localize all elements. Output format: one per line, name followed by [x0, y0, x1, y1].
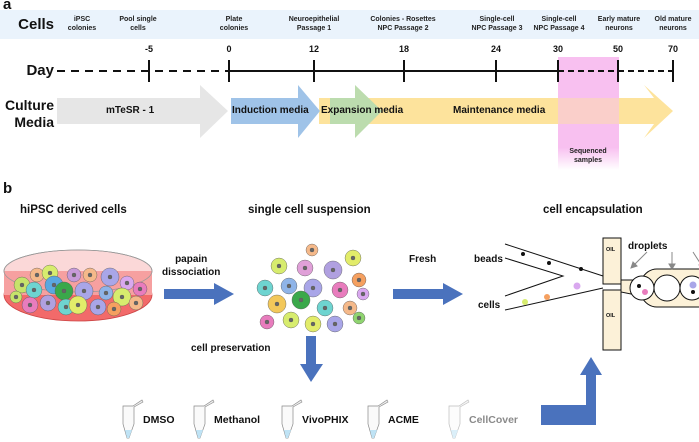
title-single-cell-suspension: single cell suspension [248, 204, 371, 216]
oil-label-bottom: OIL [606, 313, 616, 319]
fresh-arrow [393, 283, 463, 305]
preservation-vivophix: VivoPHIX [302, 414, 349, 426]
day-tick-label: 30 [552, 44, 563, 54]
cells-label: cells [478, 300, 501, 311]
petri-dish-with-cells [3, 249, 153, 322]
cells-row-heading: Cells [18, 16, 54, 33]
tube-icon [122, 399, 144, 439]
panel-a-label: a [3, 0, 12, 13]
fresh-label: Fresh [409, 254, 437, 265]
microfluidic-device [504, 237, 699, 351]
oil-label-top: OIL [606, 247, 616, 253]
arrow-mtesr [57, 85, 228, 138]
cell-preservation-label: cell preservation [191, 343, 271, 354]
media-label-maintenance: Maintenance media [453, 105, 546, 116]
media-label-expansion: Expansion media [321, 105, 404, 116]
preservation-acme: ACME [388, 414, 419, 426]
day-tick-label: 24 [490, 44, 501, 54]
day-tick-label: 50 [612, 44, 623, 54]
preservation-cellcover: CellCover [469, 414, 519, 426]
cells-row-band [0, 10, 699, 39]
dissociation-arrow [164, 283, 234, 305]
timeline-ticks [148, 60, 674, 82]
media-label-mtesr: mTeSR - 1 [106, 105, 155, 116]
day-tick-label: 12 [308, 44, 319, 54]
media-label-induction: Induction media [232, 105, 309, 116]
tube-icon [281, 399, 303, 439]
droplets-label: droplets [628, 241, 668, 252]
preservation-arrow [300, 336, 323, 382]
cells-in-channel [522, 281, 697, 305]
tube-icon [193, 399, 215, 439]
day-timeline [57, 60, 676, 82]
title-cell-encapsulation: cell encapsulation [543, 204, 643, 216]
beads-label: beads [474, 254, 503, 265]
day-tick-label: -5 [144, 44, 153, 54]
preservation-dmso: DMSO [143, 414, 175, 426]
beads [521, 252, 695, 294]
preservation-to-encapsulation-arrow [541, 357, 602, 425]
title-hipsc-derived-cells: hiPSC derived cells [20, 204, 127, 216]
day-tick-label: 70 [667, 44, 678, 54]
day-row-heading: Day [26, 62, 54, 79]
arrow-induction [231, 85, 320, 138]
day-tick-label: 0 [226, 44, 232, 54]
panel-b-label: b [3, 180, 13, 197]
day-tick-label: 18 [398, 44, 409, 54]
arrow-expansion [330, 85, 382, 138]
preservation-methanol: Methanol [214, 414, 261, 426]
tube-icon [367, 399, 389, 439]
tube-icon [448, 399, 470, 439]
single-cell-suspension-cluster [256, 243, 370, 333]
sequenced-overlay [558, 98, 619, 124]
